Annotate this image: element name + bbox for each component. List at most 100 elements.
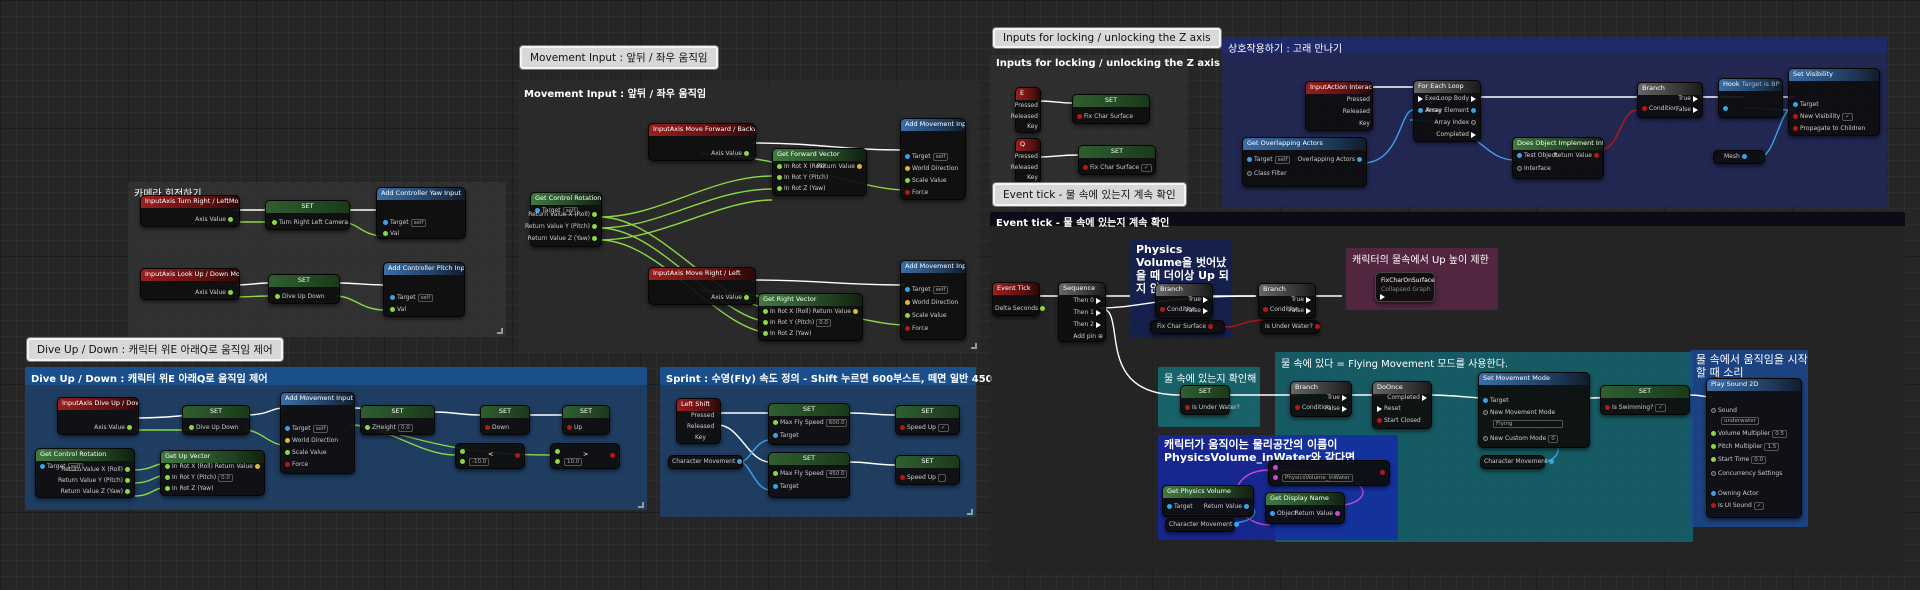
pin-world-direction[interactable]: World Direction — [903, 165, 958, 172]
pin-roll[interactable]: In Rot X (Roll) — [761, 308, 811, 315]
pin-roll[interactable]: Return Value X (Roll) — [61, 466, 132, 473]
pin-condition[interactable]: Condition — [1261, 306, 1299, 313]
node-get-physics-volume[interactable]: Get Physics Volume Target Return Value — [1162, 485, 1254, 517]
pin-yaw[interactable]: In Rot Z (Yaw) — [761, 330, 811, 337]
pin-b[interactable]: PhysicsVolume_inWater — [1271, 474, 1353, 482]
pin-a[interactable] — [553, 448, 562, 455]
bubble-movement[interactable]: Movement Input : 앞뒤 / 좌우 움직임 — [520, 46, 718, 69]
node-branch-physics[interactable]: Branch Condition True False — [1155, 283, 1213, 319]
pin-var[interactable]: Speed Up — [898, 474, 946, 482]
node-branch-water[interactable]: Branch Condition True False — [1258, 283, 1316, 319]
bubble-tick[interactable]: Event tick - 물 속에 있는지 계속 확인 — [993, 183, 1186, 206]
pin-released[interactable]: Released — [687, 423, 715, 430]
node-get-right-vector[interactable]: Get Right Vector In Rot X (Roll) In Rot … — [758, 293, 863, 341]
node-get-up-vector[interactable]: Get Up Vector In Rot X (Roll) In Rot Y (… — [160, 450, 265, 496]
pin-result[interactable] — [513, 452, 522, 459]
node-does-implement[interactable]: Does Object Implement Interface Test Obj… — [1512, 137, 1604, 179]
pin-return[interactable]: Return Value — [1295, 510, 1342, 517]
pin-released[interactable]: Released — [1342, 108, 1370, 115]
pin-released[interactable]: Released — [1010, 164, 1038, 171]
pin-key[interactable]: Key — [1027, 123, 1038, 130]
pin-b[interactable]: -10.0 — [458, 458, 490, 466]
pin-axis-value[interactable]: Axis Value — [195, 289, 235, 296]
pin-axis-value[interactable]: Axis Value — [94, 424, 134, 431]
pin-class-filter[interactable]: Class Filter — [1245, 170, 1287, 177]
pin-overlapping[interactable]: Overlapping Actors — [1298, 156, 1365, 163]
pin-true[interactable]: True — [1291, 296, 1313, 303]
bubble-zaxis[interactable]: Inputs for locking / unlocking the Z axi… — [993, 28, 1221, 48]
pin-world-direction[interactable]: World Direction — [283, 437, 338, 444]
pin-pitch[interactable]: In Rot Y (Pitch)0.0 — [761, 319, 831, 327]
node-get-under-water[interactable]: Is Under Water? — [1260, 320, 1320, 334]
pin-return[interactable]: Return Value — [1554, 152, 1601, 159]
node-set-lookup[interactable]: SET Dive Up Down — [268, 274, 340, 304]
node-set-down[interactable]: SET Down — [480, 405, 530, 435]
pin-val[interactable]: Val — [388, 306, 406, 313]
node-compare-less[interactable]: -10.0 < — [455, 443, 525, 469]
pin-sound[interactable]: Sound — [1709, 407, 1737, 414]
pin-roll[interactable]: Return Value X (Roll) — [528, 211, 599, 218]
pin-target[interactable] — [1721, 105, 1730, 112]
pin-loop-body[interactable]: Loop Body — [1438, 95, 1478, 102]
pin-key[interactable]: Key — [695, 434, 706, 441]
node-set-up[interactable]: SET Up — [562, 405, 610, 435]
node-key-q[interactable]: Q Pressed Released Key — [1011, 138, 1041, 184]
node-hook[interactable]: Hook Target is BP Hook — [1718, 78, 1783, 118]
pin-scale-value[interactable]: Scale Value — [903, 177, 947, 184]
pin-pressed[interactable]: Pressed — [1014, 102, 1038, 109]
bubble-dive[interactable]: Dive Up / Down : 캐릭터 위E 아래Q로 움직임 제어 — [27, 338, 283, 361]
pin-scale-value[interactable]: Scale Value — [283, 449, 327, 456]
resize-handle[interactable] — [967, 509, 973, 515]
pin-return[interactable]: Return Value — [1204, 503, 1251, 510]
pin-object[interactable]: Object — [1268, 510, 1297, 517]
node-set-dive[interactable]: SET Dive Up Down — [182, 405, 250, 435]
pin-completed[interactable]: Completed — [1436, 131, 1478, 138]
pin-completed[interactable]: Completed — [1387, 394, 1429, 401]
pin-var[interactable]: Down — [483, 424, 509, 431]
pin-array-element[interactable]: Array Element — [1426, 107, 1478, 114]
node-set-turn[interactable]: SET Turn Right Left Camera — [265, 200, 350, 230]
pin-axis-value[interactable]: Axis Value — [711, 294, 751, 301]
pin-yaw[interactable]: In Rot Z (Yaw) — [163, 485, 213, 492]
node-left-shift[interactable]: Left Shift Pressed Released Key — [676, 398, 721, 444]
sound-select[interactable]: underwater — [1719, 417, 1759, 425]
pin-pitch[interactable]: Return Value Y (Pitch) — [525, 223, 599, 230]
pin-false[interactable]: False — [1325, 405, 1349, 412]
pin-true[interactable]: True — [1188, 296, 1210, 303]
node-sequence[interactable]: Sequence Then 0 Then 1 Then 2 Add pin ⊕ — [1058, 282, 1106, 342]
pin-val[interactable]: Val — [381, 230, 399, 237]
pin-var[interactable]: Speed Up✓ — [898, 424, 949, 432]
resize-handle[interactable] — [638, 502, 644, 508]
pin-reset[interactable]: Reset — [1375, 405, 1401, 412]
pin-false[interactable]: False — [1289, 307, 1313, 314]
node-key-e[interactable]: E Pressed Released Key — [1011, 87, 1041, 133]
pin-array-index[interactable]: Array Index — [1434, 119, 1478, 126]
pin-exec[interactable] — [1378, 293, 1387, 300]
pin-then-0[interactable]: Then 0 — [1073, 297, 1103, 304]
node-set-fix-surface-2[interactable]: SET Fix Char Surface✓ — [1078, 145, 1156, 175]
resize-handle[interactable] — [497, 328, 503, 334]
pin-roll[interactable]: In Rot X (Roll) — [163, 463, 213, 470]
pin-false[interactable]: False — [1676, 106, 1700, 113]
node-do-once[interactable]: DoOnce Reset Start Closed Completed — [1372, 381, 1432, 429]
pin-force[interactable]: Force — [283, 461, 308, 468]
node-get-display-name[interactable]: Get Display Name Object Return Value — [1265, 492, 1345, 524]
pin-b[interactable]: 10.0 — [553, 458, 583, 466]
pin-var[interactable]: Dive Up Down — [187, 424, 239, 431]
node-equal-string[interactable]: PhysicsVolume_inWater — [1268, 460, 1390, 486]
node-event-tick[interactable]: Event Tick Delta Seconds — [992, 282, 1046, 316]
pin-then-2[interactable]: Then 2 — [1073, 321, 1103, 328]
